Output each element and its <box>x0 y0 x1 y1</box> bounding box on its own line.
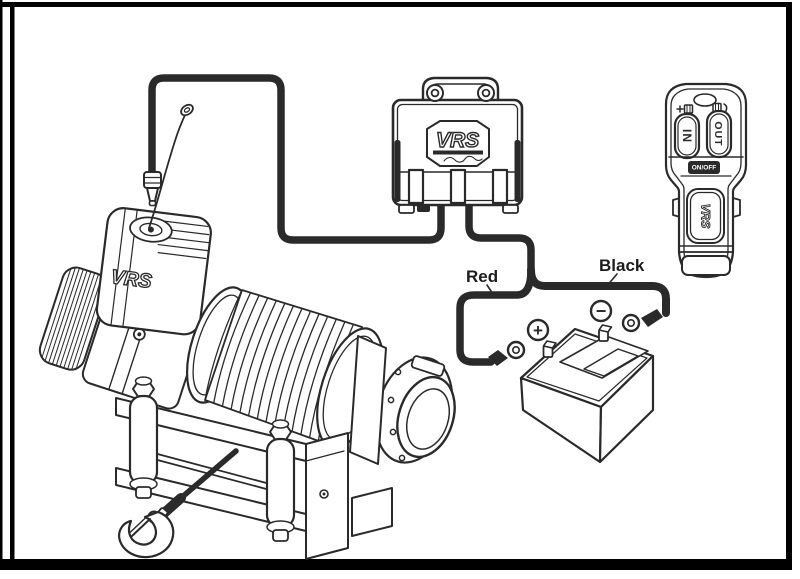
remote-base-cap <box>681 255 731 276</box>
remote-led-indicator <box>693 93 717 107</box>
winch-control-pack: VRS <box>95 207 212 336</box>
wind-in-icon <box>676 104 694 114</box>
hook-safety-latch <box>131 518 151 537</box>
positive-symbol: + <box>526 318 550 342</box>
battery-negative-post <box>598 324 613 342</box>
winch-gearbox <box>349 335 456 465</box>
battery-lead-bundle <box>465 202 535 274</box>
winch-vrs-logo: VRS <box>109 266 153 293</box>
motor-lead-wire <box>148 103 194 229</box>
fairlead-roller-right <box>265 419 296 542</box>
control-box-script-flourish <box>443 155 483 163</box>
red-wire-ring-terminal <box>488 340 526 366</box>
gearbox-clutch-lever <box>410 355 446 377</box>
control-box-vrs-logo: VRS <box>436 129 479 152</box>
page-border <box>0 0 792 570</box>
control-cable <box>148 74 445 244</box>
ring-connector <box>180 103 194 117</box>
svg-text:IN: IN <box>680 129 694 143</box>
remote-vrs-logo: VRS <box>699 204 713 229</box>
black-wire-ring-terminal <box>621 309 663 333</box>
svg-text:+: + <box>533 321 543 340</box>
winch: VRS <box>38 207 456 560</box>
svg-text:Black: Black <box>599 256 645 275</box>
red-wire <box>456 266 535 366</box>
svg-text:OUT: OUT <box>712 121 724 146</box>
svg-text:−: − <box>596 301 607 321</box>
remote-out-button[interactable]: OUT <box>705 109 733 159</box>
red-wire-label: Red <box>466 267 498 298</box>
control-box-mount-slots <box>407 168 509 205</box>
control-box: VRS <box>391 76 524 214</box>
remote-power-button[interactable]: ON/OFF <box>688 161 720 174</box>
remote-in-button[interactable]: IN <box>673 112 701 160</box>
negative-symbol: − <box>589 299 613 323</box>
battery <box>519 324 655 464</box>
plug-connector <box>143 171 162 207</box>
winch-hook <box>118 507 175 559</box>
svg-text:Red: Red <box>466 267 498 286</box>
control-box-logo-plate <box>426 120 490 167</box>
black-wire-label: Black <box>599 256 645 288</box>
battery-positive-post <box>542 340 557 358</box>
remote-control: IN OUT ON/OFF VRS <box>664 82 748 279</box>
fairlead-roller-left <box>128 376 159 499</box>
winch-motor-fin-cap <box>38 266 109 371</box>
winch-frame <box>115 397 393 560</box>
remote-grip-panel: VRS <box>686 188 725 244</box>
svg-text:ON/OFF: ON/OFF <box>692 165 717 172</box>
black-wire <box>527 266 670 317</box>
